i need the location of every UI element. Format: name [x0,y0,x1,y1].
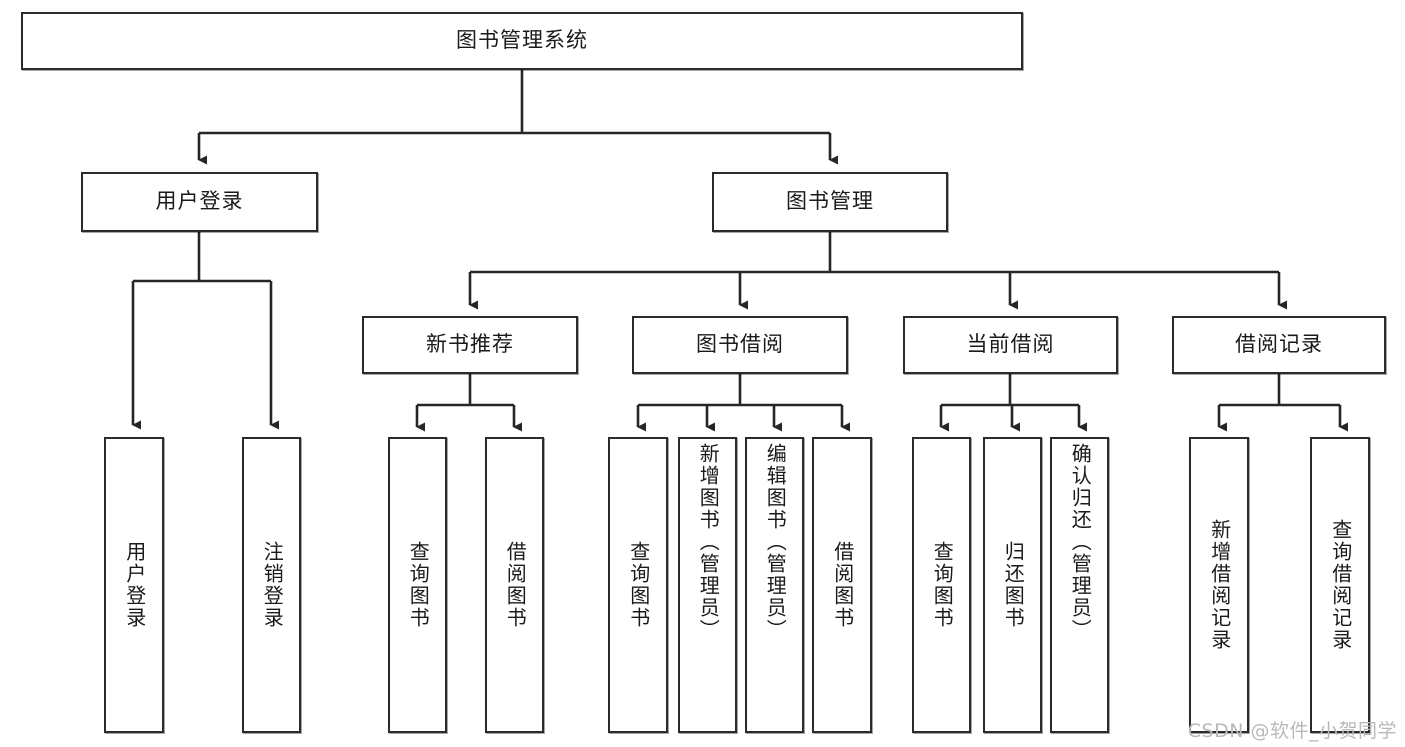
node-leaf-query-record-label: 查询借阅记录 [1328,519,1353,651]
node-leaf-confirm-return[interactable]: 确认归还（管理员） [1050,437,1109,733]
node-leaf-user-login[interactable]: 用户登录 [104,437,164,733]
node-borrow-record[interactable]: 借阅记录 [1172,316,1386,374]
node-new-book-rec-label: 新书推荐 [426,332,514,357]
node-borrow-record-label: 借阅记录 [1235,332,1323,357]
node-book-manage-label: 图书管理 [786,189,874,214]
node-leaf-edit-book-label: 编辑图书（管理员） [763,443,788,641]
node-leaf-query-book-2-label: 查询图书 [626,541,651,629]
node-leaf-borrow-book-2[interactable]: 借阅图书 [812,437,872,733]
node-user-login[interactable]: 用户登录 [81,172,318,232]
node-current-borrow-label: 当前借阅 [966,332,1055,357]
node-leaf-add-book[interactable]: 新增图书（管理员） [678,437,737,733]
node-root[interactable]: 图书管理系统 [21,12,1023,70]
node-leaf-query-book-1[interactable]: 查询图书 [388,437,447,733]
node-leaf-query-record[interactable]: 查询借阅记录 [1310,437,1370,733]
node-leaf-borrow-book-2-label: 借阅图书 [830,541,855,629]
node-leaf-borrow-book-1-label: 借阅图书 [503,541,528,629]
node-leaf-logout-label: 注销登录 [260,541,285,629]
node-leaf-add-book-label: 新增图书（管理员） [696,443,721,641]
node-new-book-rec[interactable]: 新书推荐 [362,316,578,374]
node-leaf-query-book-1-label: 查询图书 [406,541,431,629]
node-leaf-return-book[interactable]: 归还图书 [983,437,1042,733]
node-leaf-confirm-return-label: 确认归还（管理员） [1068,443,1093,641]
node-book-manage[interactable]: 图书管理 [712,172,948,232]
node-root-label: 图书管理系统 [456,28,588,53]
node-leaf-edit-book[interactable]: 编辑图书（管理员） [745,437,804,733]
node-user-login-label: 用户登录 [155,189,244,214]
node-leaf-logout[interactable]: 注销登录 [242,437,301,733]
node-book-borrow[interactable]: 图书借阅 [632,316,848,374]
node-leaf-add-record-label: 新增借阅记录 [1207,519,1232,651]
csdn-watermark: CSDN @软件_小贺同学 [1187,720,1397,742]
node-leaf-query-book-2[interactable]: 查询图书 [608,437,668,733]
node-leaf-borrow-book-1[interactable]: 借阅图书 [485,437,544,733]
node-leaf-query-book-3-label: 查询图书 [930,541,955,629]
node-leaf-query-book-3[interactable]: 查询图书 [912,437,971,733]
node-leaf-add-record[interactable]: 新增借阅记录 [1189,437,1249,733]
node-leaf-user-login-label: 用户登录 [122,541,147,629]
node-leaf-return-book-label: 归还图书 [1001,541,1026,629]
node-book-borrow-label: 图书借阅 [696,332,784,357]
node-current-borrow[interactable]: 当前借阅 [903,316,1118,374]
